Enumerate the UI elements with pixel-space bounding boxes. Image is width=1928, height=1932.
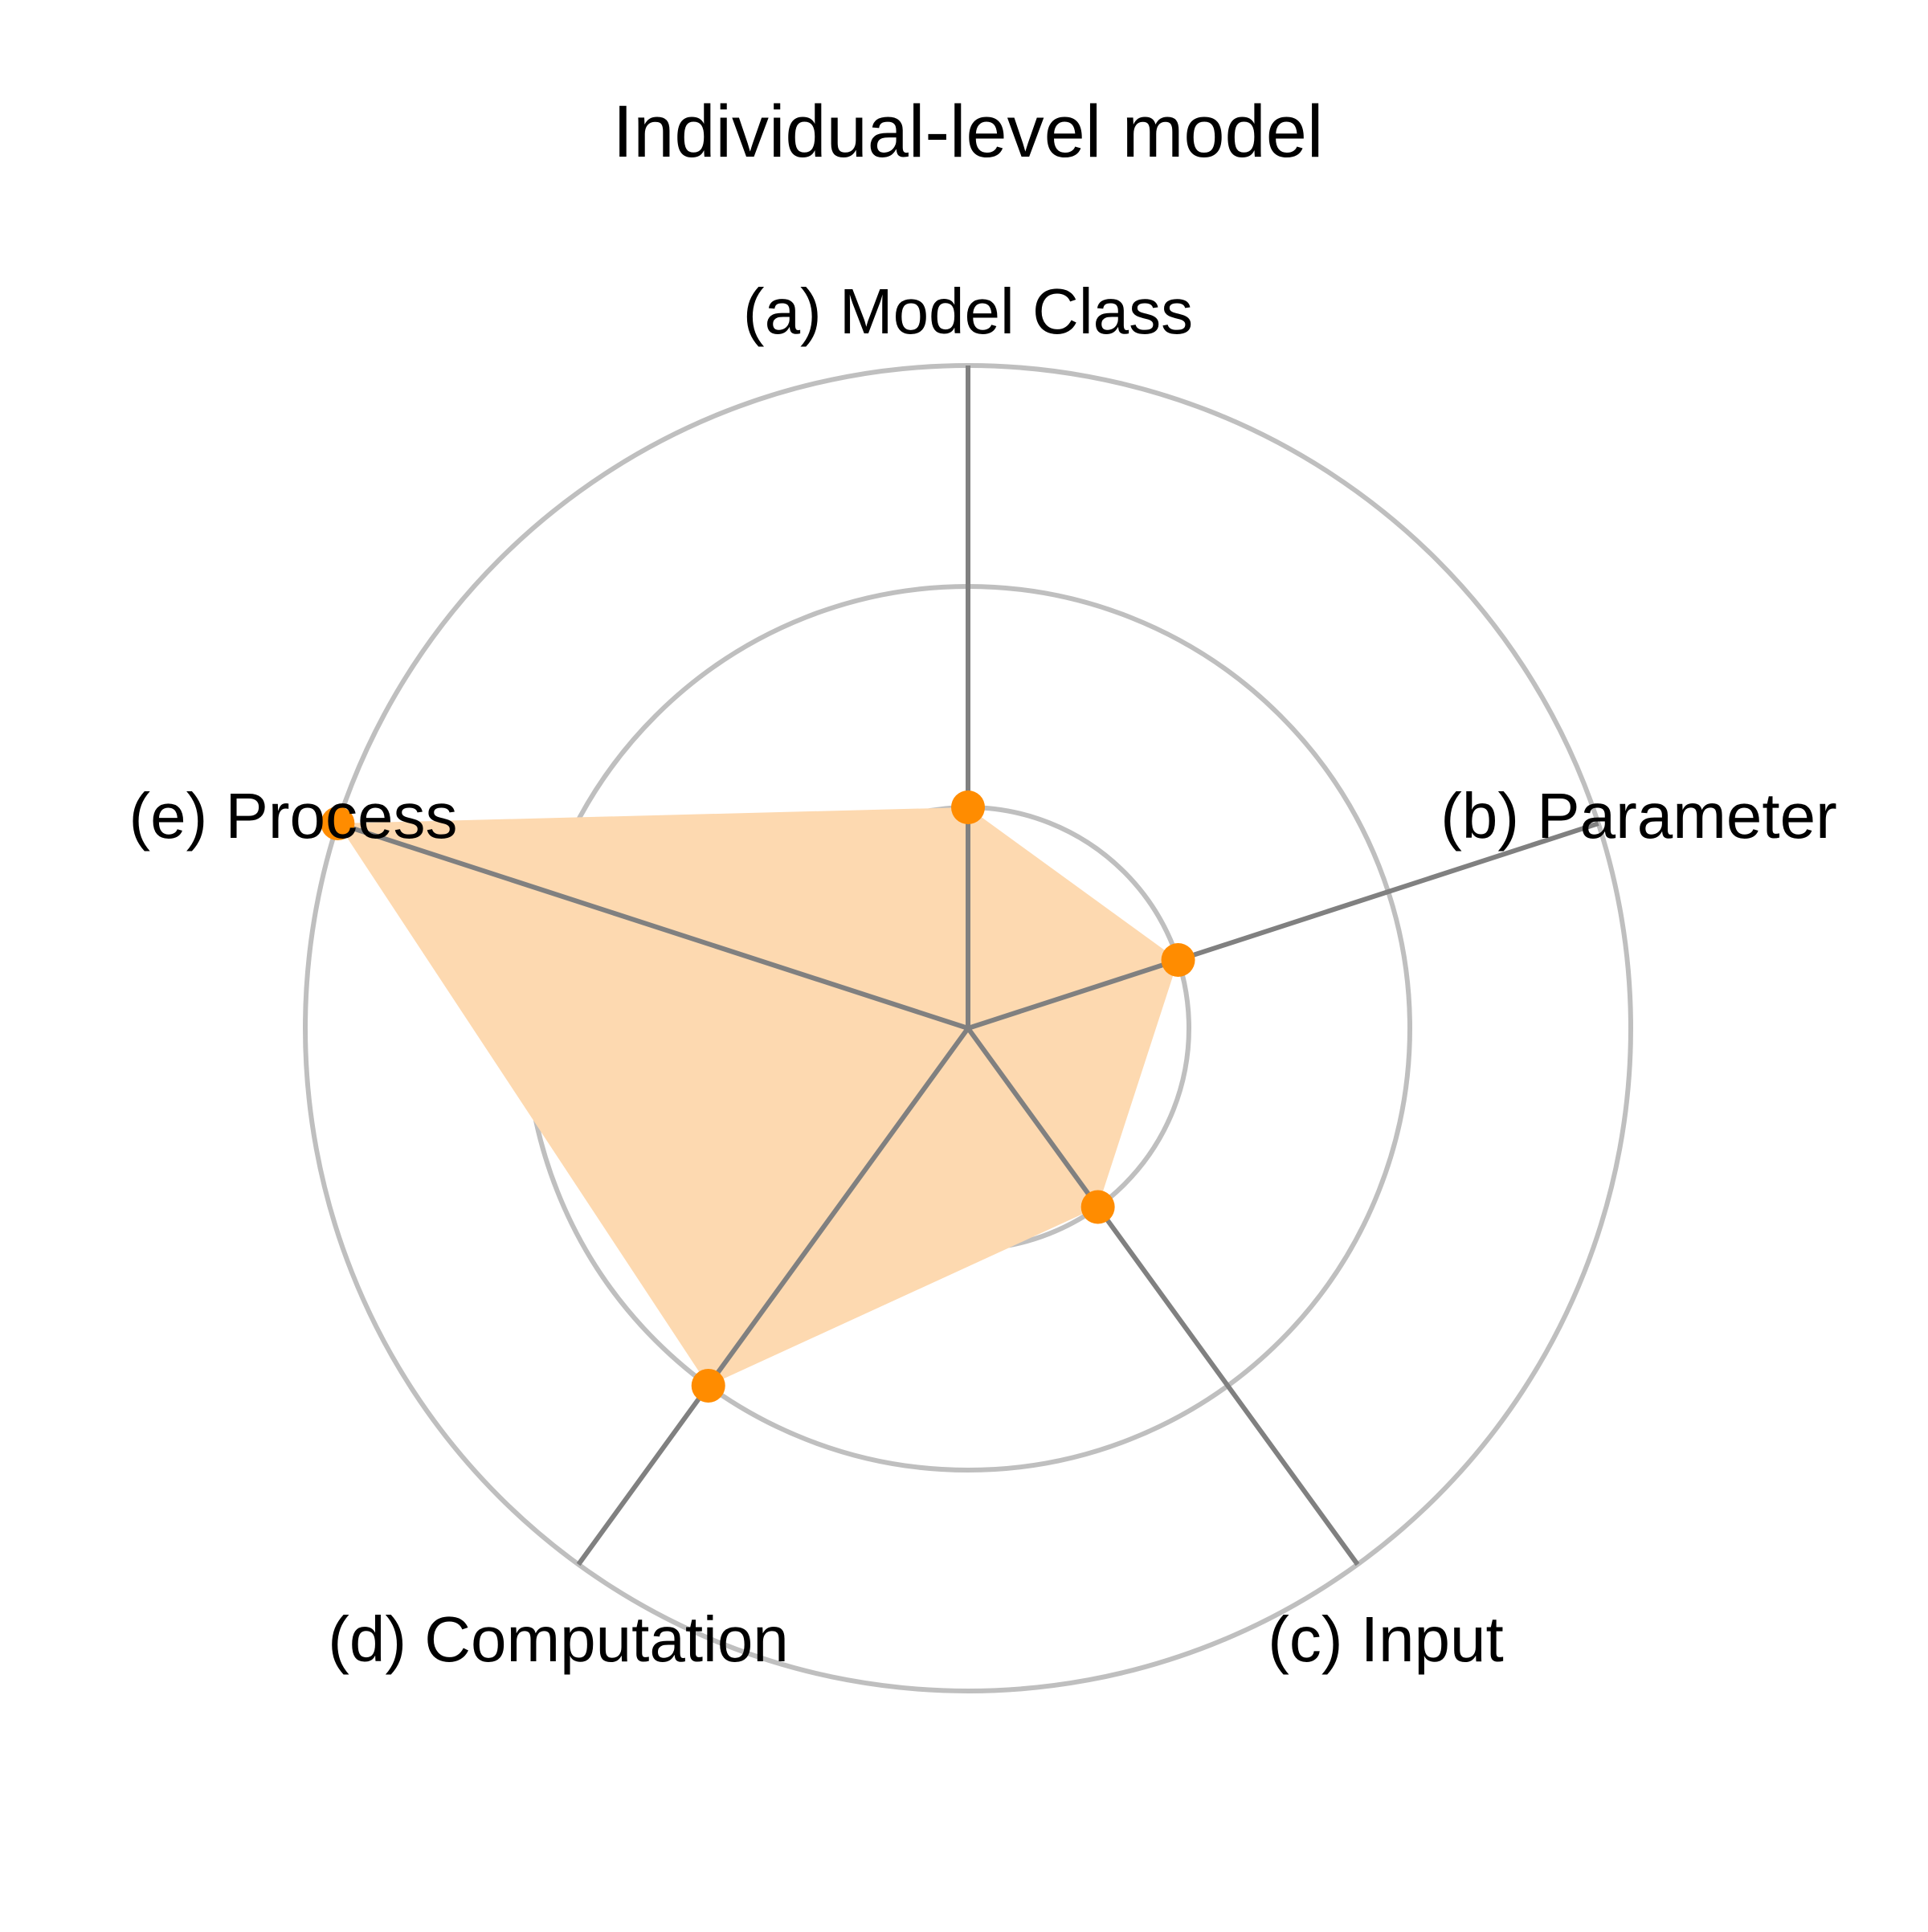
axis-spoke-b (967, 821, 1599, 1031)
data-point-b (1161, 943, 1195, 978)
axis-labels: (a) Model Class (b) Parameter (c) Input (d)… (129, 276, 1837, 1675)
axis-label-e: (e) Process (129, 780, 458, 852)
axis-label-c: (c) Input (1268, 1603, 1503, 1675)
series-points (321, 790, 1195, 1403)
series-area-polygon-1 (337, 807, 1178, 1386)
axis-spoke-d (576, 1027, 970, 1566)
axis-spoke-c (966, 1027, 1360, 1566)
series-area (337, 807, 1178, 1386)
axis-label-d: (d) Computation (328, 1603, 789, 1675)
data-point-a (951, 790, 985, 824)
axis-spoke-e (337, 821, 969, 1031)
data-point-d (691, 1368, 725, 1403)
data-point-e (321, 807, 355, 841)
data-point-c (1080, 1190, 1115, 1224)
chart-title: Individual-level model (613, 91, 1324, 173)
axis-label-a: (a) Model Class (743, 276, 1193, 347)
axis-spokes (337, 366, 1599, 1566)
axis-label-b: (b) Parameter (1440, 780, 1836, 852)
